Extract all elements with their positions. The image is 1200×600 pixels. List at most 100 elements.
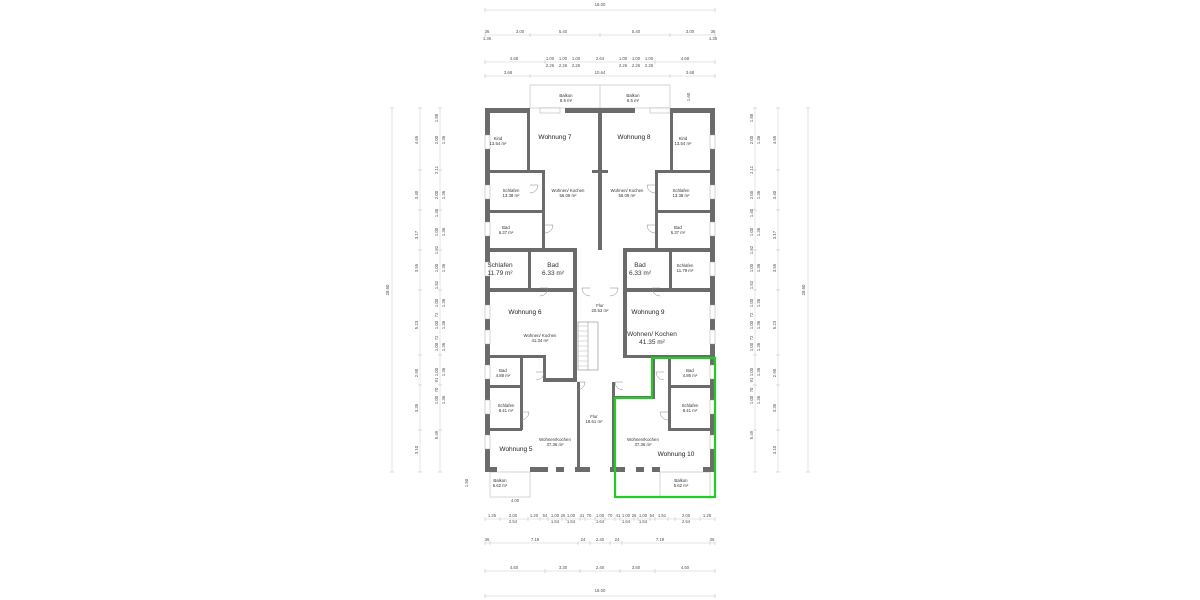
wall bbox=[623, 292, 627, 358]
dimension-label: 1.36 bbox=[441, 263, 446, 272]
room-name: Flur bbox=[590, 414, 598, 419]
dimension-label: 2.26 bbox=[645, 63, 654, 68]
dimension-label: 54 bbox=[543, 513, 548, 518]
room-area: 13.54 m² bbox=[675, 141, 693, 146]
dimension-label: 70 bbox=[749, 387, 754, 392]
dimension-label: 1.36 bbox=[483, 36, 492, 41]
door-swing bbox=[535, 371, 545, 381]
room-name: Balkon bbox=[559, 93, 573, 98]
wall bbox=[485, 288, 577, 292]
dimension-label: 7.19 bbox=[531, 537, 540, 542]
wall bbox=[610, 467, 625, 472]
dimension-label: 72 bbox=[749, 312, 754, 317]
room-name: Wohnen/Kochen bbox=[627, 437, 659, 442]
dimension-label: 1.64 bbox=[596, 519, 605, 524]
dimension-label: 3.68 bbox=[504, 70, 513, 75]
dimension-label: 4.50 bbox=[510, 565, 519, 570]
room-name: Bad bbox=[547, 262, 559, 269]
room-name: Wohnen/ Kochen bbox=[627, 331, 677, 338]
dimension-label: 1.36 bbox=[756, 263, 761, 272]
dimension-label: 70 bbox=[434, 387, 439, 392]
room-area: 8.41 m² bbox=[683, 408, 698, 413]
room-area: 6.37 m² bbox=[499, 230, 514, 235]
room-name: Schlafen bbox=[503, 188, 520, 193]
dimension-label: 26 bbox=[561, 513, 566, 518]
room-name: Wohnen/ Kochen bbox=[611, 188, 644, 193]
dimension-label: 3.55 bbox=[772, 263, 777, 272]
wall bbox=[623, 288, 715, 292]
dimension-label: 1.36 bbox=[756, 227, 761, 236]
dimension-label: 1.40 bbox=[434, 208, 439, 217]
dimension-label: 2.54 bbox=[682, 519, 691, 524]
dimension-label: 28.60 bbox=[385, 284, 390, 295]
dimension-label: 2.90 bbox=[414, 368, 419, 377]
room-area: 6.33 m² bbox=[542, 270, 565, 277]
dimension-label: 2.40 bbox=[596, 565, 605, 570]
dimension-label: 1.82 bbox=[434, 280, 439, 289]
dimension-label: 2.11 bbox=[434, 165, 439, 174]
dimension-label: 2.00 bbox=[749, 135, 754, 144]
room-name: Bad bbox=[674, 225, 682, 230]
window bbox=[649, 107, 671, 114]
dimension-label: 1.82 bbox=[749, 245, 754, 254]
door-swing bbox=[539, 287, 549, 297]
dimension-label: 3.00 bbox=[516, 29, 525, 34]
wall bbox=[669, 252, 672, 290]
dimension-label: 36 bbox=[710, 537, 715, 542]
dimension-label: 3.68 bbox=[686, 70, 695, 75]
door-swing bbox=[614, 381, 624, 391]
room-name: Kind bbox=[494, 136, 503, 141]
room-area: 6.37 m² bbox=[671, 230, 686, 235]
highlight-wohnung-10[interactable] bbox=[613, 356, 717, 499]
wall bbox=[485, 210, 542, 213]
dimension-label: 1.51 bbox=[658, 513, 667, 518]
dimension-label: 1.00 bbox=[434, 298, 439, 307]
dimension-label: 1.36 bbox=[441, 298, 446, 307]
wall bbox=[542, 170, 545, 250]
window bbox=[484, 329, 491, 345]
balcony bbox=[489, 471, 531, 498]
dimension-label: 3.10 bbox=[772, 445, 777, 454]
window bbox=[539, 107, 561, 114]
windows bbox=[484, 107, 716, 450]
dimension-label: 1.00 bbox=[434, 367, 439, 376]
wall bbox=[703, 467, 715, 472]
wall bbox=[485, 428, 522, 431]
room-area: 37.36 m² bbox=[547, 442, 565, 447]
room-area: 8.5 m² bbox=[627, 98, 640, 103]
dimension-label: 24 bbox=[581, 537, 586, 542]
dimension-label: 1.36 bbox=[756, 320, 761, 329]
dimension-label: 4.65 bbox=[414, 135, 419, 144]
dimension-label: 2.90 bbox=[772, 368, 777, 377]
dimension-label: 1.00 bbox=[559, 56, 568, 61]
